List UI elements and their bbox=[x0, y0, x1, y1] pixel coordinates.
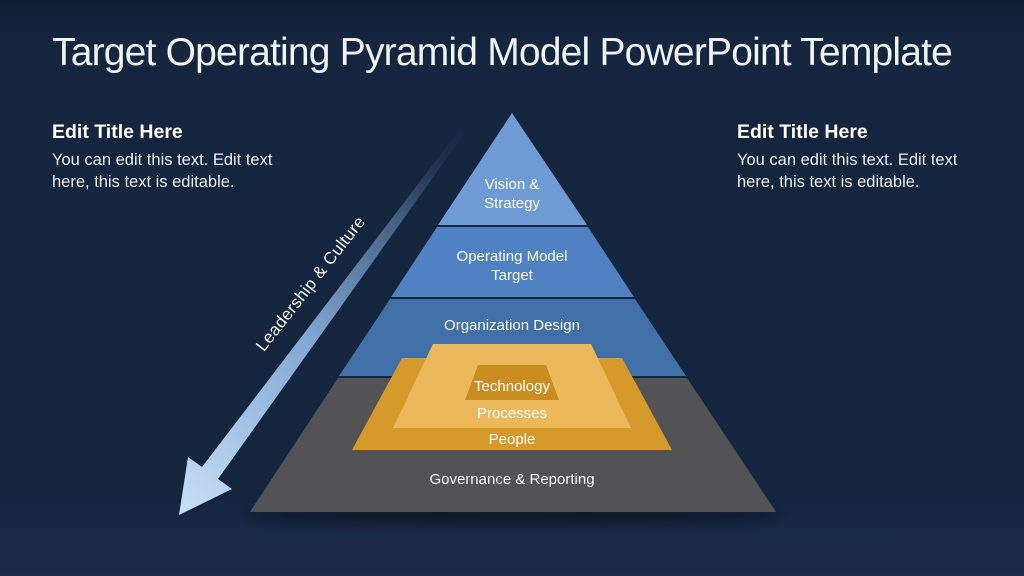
pyramid-label-organization-design: Organization Design bbox=[444, 317, 580, 334]
pyramid-label-operating-model-target: Operating Model Target bbox=[456, 248, 568, 284]
leadership-culture-arrow[interactable] bbox=[179, 116, 474, 515]
inner-pyramid-technology[interactable] bbox=[465, 365, 559, 400]
pyramid-label-governance-reporting: Governance & Reporting bbox=[429, 471, 595, 488]
pyramid-label-processes: Processes bbox=[476, 405, 548, 422]
pyramid-level-operating-model-target[interactable] bbox=[391, 227, 634, 297]
pyramid-level-vision-strategy[interactable] bbox=[438, 113, 587, 225]
right-note-body[interactable]: You can edit this text. Edit text here, … bbox=[737, 151, 958, 191]
pyramid-label-vision-strategy: Vision & Strategy bbox=[484, 176, 540, 212]
left-note-body[interactable]: You can edit this text. Edit text here, … bbox=[52, 151, 273, 191]
pyramid-label-people: People bbox=[488, 431, 536, 448]
pyramid-label-technology: Technology bbox=[474, 378, 550, 395]
slide-title[interactable]: Target Operating Pyramid Model PowerPoin… bbox=[52, 31, 953, 74]
right-note-heading[interactable]: Edit Title Here bbox=[737, 121, 868, 143]
pyramid-level-organization-design[interactable] bbox=[339, 299, 686, 376]
left-note-heading[interactable]: Edit Title Here bbox=[52, 121, 183, 143]
